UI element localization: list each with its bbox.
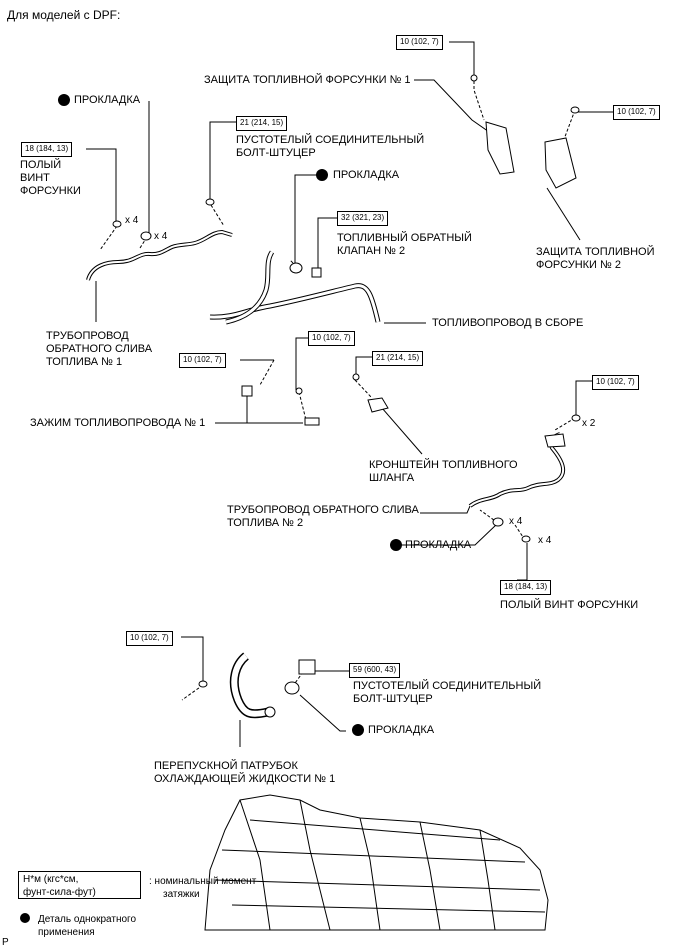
gasket-label: ПРОКЛАДКА [333,169,400,181]
single-use-icon [20,913,30,923]
page-title: Для моделей с DPF: [7,8,121,22]
torque-spec: 21 (214, 15) [236,116,288,131]
label-injector-guard-1: ЗАЩИТА ТОПЛИВНОЙ ФОРСУНКИ № 1 [204,74,411,86]
quantity-mark: x 4 [509,516,523,527]
torque-spec: 10 (102, 7) [126,631,173,646]
torque-spec: 21 (214, 15) [372,351,424,366]
torque-spec: 10 (102, 7) [592,375,639,390]
torque-spec: 10 (102, 7) [179,353,226,368]
gasket-label: ПРОКЛАДКА [368,724,435,736]
quantity-mark: x 4 [154,231,168,242]
single-use-icon [390,539,402,551]
torque-spec: 18 (184, 13) [21,142,73,157]
quantity-mark: x 2 [582,418,596,429]
label-fuel-line-assy: ТОПЛИВОПРОВОД В СБОРЕ [432,317,584,329]
legend-torque-unit-box: Н*м (кгс*см,фунт-сила-фут) [18,871,141,899]
gasket-label: ПРОКЛАДКА [405,539,472,551]
torque-spec: 10 (102, 7) [613,105,660,120]
torque-spec: 32 (321, 23) [337,211,389,226]
torque-spec: 59 (600, 43) [349,663,401,678]
label-clamp-1: ЗАЖИМ ТОПЛИВОПРОВОДА № 1 [30,417,206,429]
quantity-mark: x 4 [125,215,139,226]
gasket-label: ПРОКЛАДКА [74,94,141,106]
single-use-icon [352,724,364,736]
torque-spec: 18 (184, 13) [500,580,552,595]
label-hollow-screw-2: ПОЛЫЙ ВИНТ ФОРСУНКИ [500,599,639,611]
quantity-mark: x 4 [538,535,552,546]
corner-mark: P [2,937,9,948]
torque-spec: 10 (102, 7) [396,35,443,50]
single-use-icon [58,94,70,106]
single-use-icon [316,169,328,181]
torque-spec: 10 (102, 7) [308,331,355,346]
